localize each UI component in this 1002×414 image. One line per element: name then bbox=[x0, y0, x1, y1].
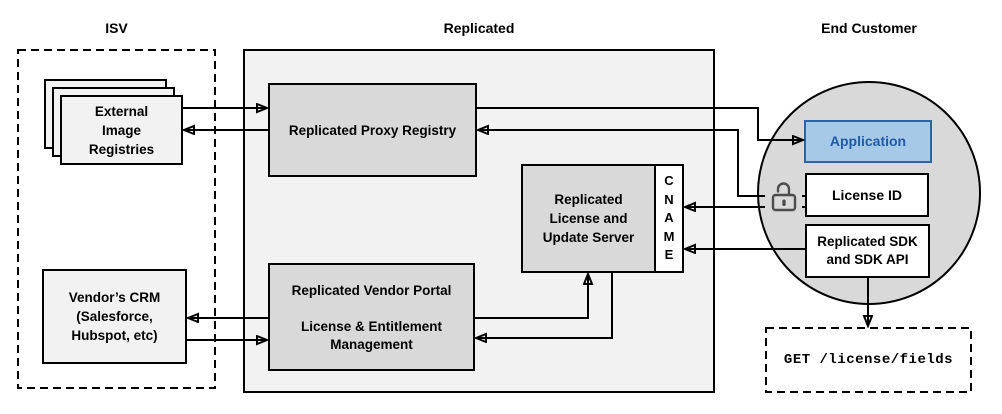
vendors-crm-label: Hubspot, etc) bbox=[71, 328, 158, 343]
cname-letter: E bbox=[664, 247, 674, 263]
vendor-portal-title: Replicated Vendor Portal bbox=[291, 283, 452, 298]
license-update-server-label: License and bbox=[549, 211, 628, 226]
cname-letter: A bbox=[664, 210, 674, 226]
end-customer-group-label: End Customer bbox=[821, 20, 917, 36]
application-node: Application bbox=[804, 120, 932, 163]
unlocked-padlock-icon bbox=[765, 177, 802, 215]
license-update-server-label: Replicated bbox=[554, 192, 623, 207]
get-license-fields-label: GET /license/fields bbox=[783, 351, 954, 368]
license-update-server-label: Update Server bbox=[542, 230, 635, 245]
replicated-group-label: Replicated bbox=[443, 20, 515, 36]
cname-letter: C bbox=[664, 173, 674, 189]
get-license-fields-node: GET /license/fields bbox=[765, 327, 972, 393]
vendors-crm-label: (Salesforce, bbox=[76, 309, 153, 324]
vendor-portal-subtitle: Management bbox=[330, 337, 413, 352]
external-image-registries-node: External Image Registries bbox=[60, 95, 183, 165]
vendor-portal-node: Replicated Vendor Portal License & Entit… bbox=[268, 263, 475, 371]
replicated-sdk-node: Replicated SDK and SDK API bbox=[805, 224, 930, 278]
vendors-crm-label: Vendor’s CRM bbox=[68, 290, 161, 305]
cname-strip: C N A M E bbox=[654, 164, 684, 273]
vendor-portal-subtitle: License & Entitlement bbox=[300, 319, 443, 334]
license-id-node: License ID bbox=[805, 173, 929, 217]
external-image-registries-label: External bbox=[94, 103, 149, 119]
proxy-registry-label: Replicated Proxy Registry bbox=[288, 122, 457, 138]
replicated-sdk-label: Replicated SDK bbox=[817, 234, 918, 249]
replicated-sdk-label: and SDK API bbox=[826, 252, 909, 267]
external-image-registries-label: Registries bbox=[88, 141, 155, 157]
external-image-registries-label: Image bbox=[101, 122, 142, 138]
license-id-label: License ID bbox=[831, 186, 903, 203]
proxy-registry-node: Replicated Proxy Registry bbox=[268, 83, 477, 177]
isv-group-label: ISV bbox=[105, 20, 128, 36]
vendors-crm-node: Vendor’s CRM (Salesforce, Hubspot, etc) bbox=[42, 269, 187, 364]
license-update-server-node: Replicated License and Update Server bbox=[521, 164, 656, 273]
cname-letter: N bbox=[664, 191, 674, 207]
cname-letter: M bbox=[663, 228, 675, 244]
application-label: Application bbox=[829, 133, 907, 149]
